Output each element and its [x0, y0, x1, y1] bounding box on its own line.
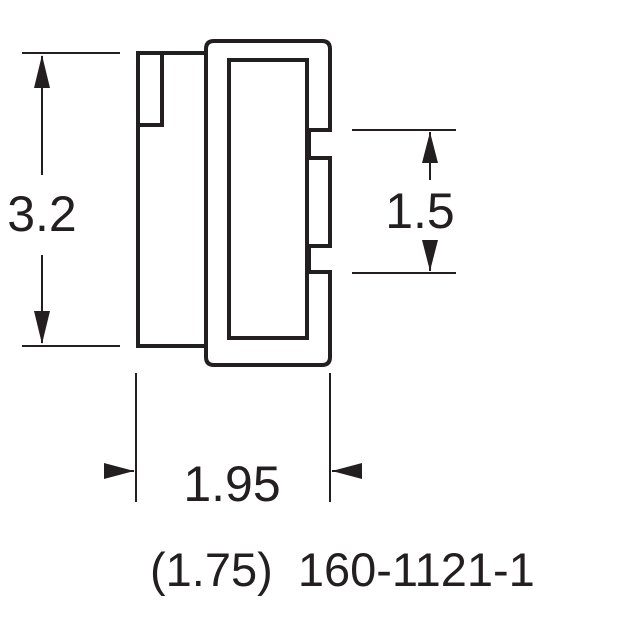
height-arrow-down [34, 311, 50, 344]
width-arrow-right [332, 463, 362, 479]
part-left-body [136, 51, 208, 348]
left-tab [136, 51, 164, 127]
height-arrow-up [34, 55, 50, 88]
caption-reference: (1.75) [150, 543, 273, 596]
width-dimension-label: 1.95 [183, 456, 280, 512]
height-dimension: 3.2 [7, 52, 120, 347]
housing-inner-window [227, 58, 309, 340]
slot-arrow-down [422, 240, 438, 271]
slot-arrow-up [422, 132, 438, 163]
part-right-housing [204, 39, 332, 367]
height-dimension-label: 3.2 [7, 186, 77, 242]
caption: (1.75) 160-1121-1 [150, 543, 535, 596]
slot-dimension-label: 1.5 [385, 183, 455, 239]
left-body-outline [136, 51, 208, 348]
width-arrow-left [104, 463, 134, 479]
slot-dimension: 1.5 [352, 129, 456, 274]
caption-part-number: 160-1121-1 [298, 543, 535, 596]
width-dimension: 1.95 [104, 373, 362, 512]
housing-outline [204, 39, 332, 367]
